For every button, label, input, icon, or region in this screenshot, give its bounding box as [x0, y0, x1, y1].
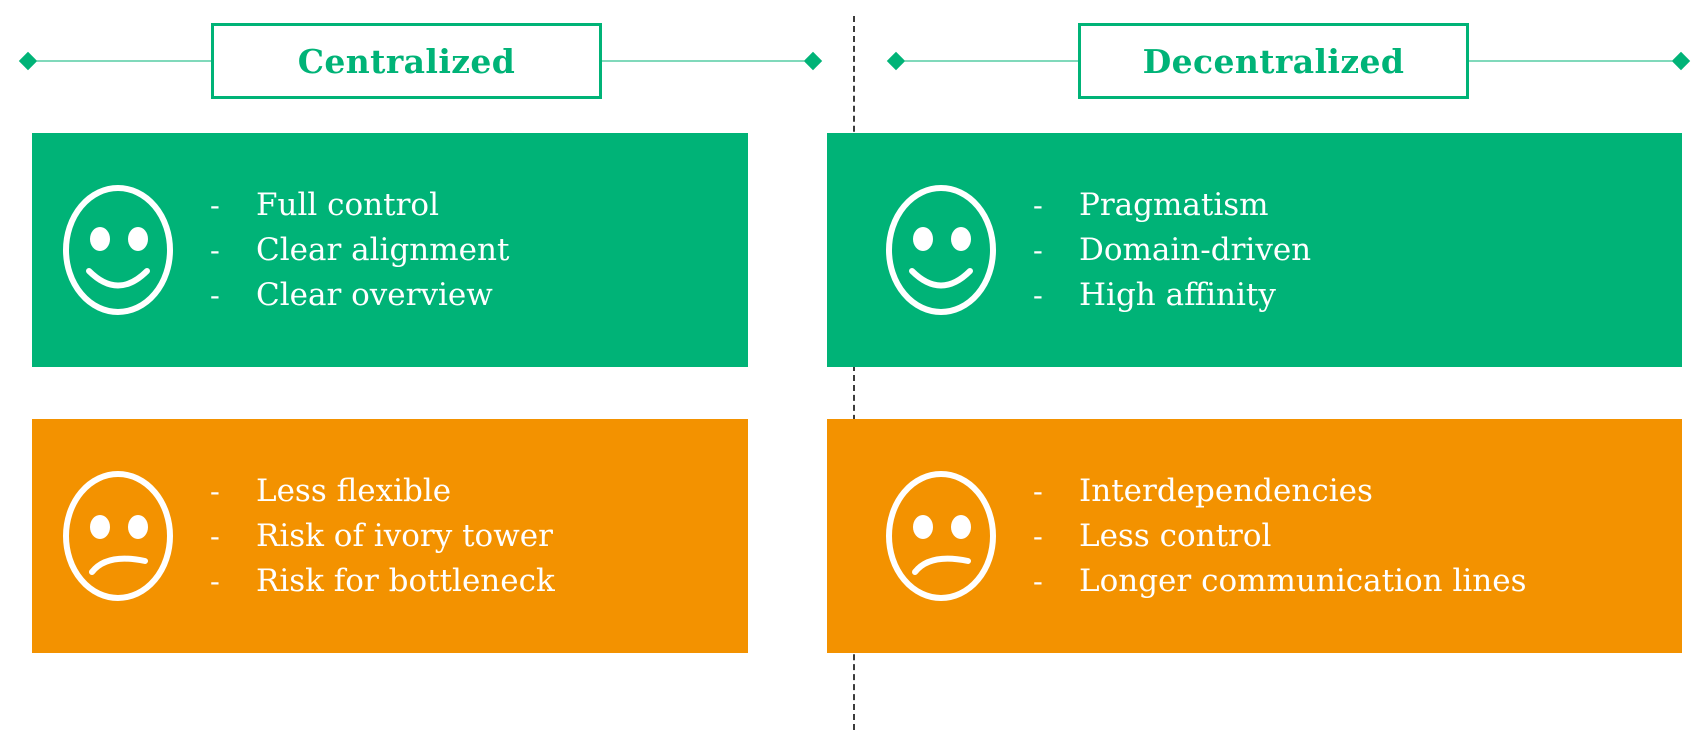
- bullet-dash: -: [1033, 232, 1043, 267]
- list-item-label: Pragmatism: [1079, 186, 1269, 223]
- bullet-dash: -: [210, 277, 220, 312]
- list-item-label: Domain-driven: [1079, 231, 1312, 268]
- list-item-label: Clear alignment: [256, 231, 510, 268]
- bullet-list-centralized-pros: - Full control - Clear alignment - Clear…: [204, 183, 748, 318]
- list-item-label: Less control: [1079, 517, 1272, 554]
- list-item-label: Risk for bottleneck: [256, 562, 555, 599]
- list-item: - Pragmatism: [1033, 183, 1682, 228]
- bullet-dash: -: [1033, 473, 1043, 508]
- header-box-centralized: Centralized: [211, 23, 602, 99]
- list-item: - Interdependencies: [1033, 469, 1682, 514]
- bullet-dash: -: [210, 518, 220, 553]
- bullet-dash: -: [1033, 563, 1043, 598]
- header-band-centralized: Centralized: [18, 23, 823, 99]
- card-decentralized-pros: - Pragmatism - Domain-driven - High affi…: [827, 133, 1682, 367]
- list-item-label: Full control: [256, 186, 440, 223]
- list-item: - Clear overview: [210, 273, 748, 318]
- page-title-centralized: Centralized: [297, 41, 516, 81]
- list-item: - High affinity: [1033, 273, 1682, 318]
- sad-face-icon: [32, 469, 204, 603]
- bullet-list-decentralized-pros: - Pragmatism - Domain-driven - High affi…: [1027, 183, 1682, 318]
- diamond-marker-start-icon: [886, 51, 906, 71]
- bullet-list-decentralized-cons: - Interdependencies - Less control - Lon…: [1027, 469, 1682, 604]
- diamond-marker-start-icon: [18, 51, 38, 71]
- bullet-dash: -: [210, 187, 220, 222]
- list-item-label: Interdependencies: [1079, 472, 1373, 509]
- list-item-label: Less flexible: [256, 472, 452, 509]
- list-item-label: Longer communication lines: [1079, 562, 1527, 599]
- bullet-dash: -: [210, 232, 220, 267]
- card-centralized-pros: - Full control - Clear alignment - Clear…: [32, 133, 748, 367]
- list-item: - Full control: [210, 183, 748, 228]
- sad-face-icon: [827, 469, 1027, 603]
- bullet-dash: -: [1033, 518, 1043, 553]
- bullet-dash: -: [1033, 277, 1043, 312]
- column-decentralized: Decentralized - Pragmatism -: [827, 0, 1706, 732]
- card-decentralized-cons: - Interdependencies - Less control - Lon…: [827, 419, 1682, 653]
- list-item-label: High affinity: [1079, 276, 1276, 313]
- card-centralized-cons: - Less flexible - Risk of ivory tower - …: [32, 419, 748, 653]
- bullet-dash: -: [1033, 187, 1043, 222]
- smiley-face-icon: [827, 183, 1027, 317]
- list-item: - Less control: [1033, 514, 1682, 559]
- list-item: - Clear alignment: [210, 228, 748, 273]
- bullet-list-centralized-cons: - Less flexible - Risk of ivory tower - …: [204, 469, 748, 604]
- list-item: - Risk for bottleneck: [210, 559, 748, 604]
- page-title-decentralized: Decentralized: [1142, 41, 1405, 81]
- header-box-decentralized: Decentralized: [1078, 23, 1469, 99]
- header-band-decentralized: Decentralized: [886, 23, 1691, 99]
- list-item-label: Risk of ivory tower: [256, 517, 553, 554]
- column-centralized: Centralized - Full control -: [18, 23, 823, 653]
- list-item: - Less flexible: [210, 469, 748, 514]
- column-divider: [853, 16, 855, 730]
- diamond-marker-end-icon: [803, 51, 823, 71]
- list-item: - Longer communication lines: [1033, 559, 1682, 604]
- list-item-label: Clear overview: [256, 276, 493, 313]
- smiley-face-icon: [32, 183, 204, 317]
- list-item: - Domain-driven: [1033, 228, 1682, 273]
- list-item: - Risk of ivory tower: [210, 514, 748, 559]
- bullet-dash: -: [210, 563, 220, 598]
- diamond-marker-end-icon: [1671, 51, 1691, 71]
- bullet-dash: -: [210, 473, 220, 508]
